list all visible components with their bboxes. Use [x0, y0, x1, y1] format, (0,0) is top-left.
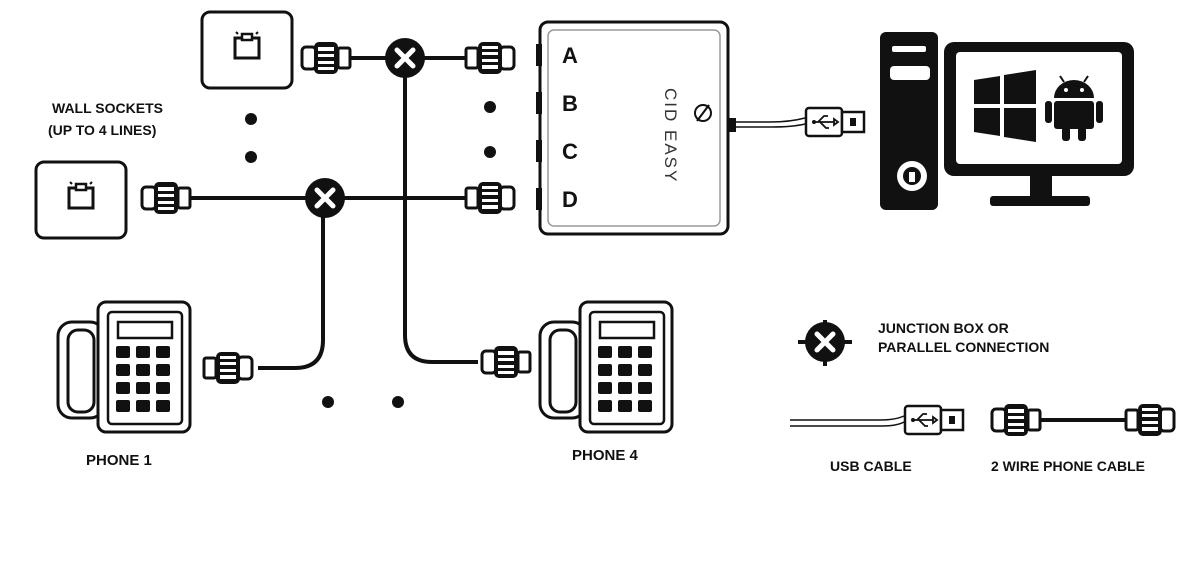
legend-usb-cable-icon [790, 404, 965, 436]
rj11-plug-icon [480, 344, 532, 380]
desktop-computer-icon [880, 32, 1134, 210]
rj11-plug-icon [464, 40, 516, 76]
legend-junction-label: JUNCTION BOX OR [878, 320, 1009, 336]
legend-usb-label: USB CABLE [830, 458, 912, 474]
device-brand-label: CID EASY [661, 88, 680, 184]
ellipsis-dots-phones [322, 396, 404, 408]
cid-easy-logo-icon [694, 104, 712, 122]
port-d-label: D [562, 187, 578, 212]
legend-phone-cable-icon [990, 402, 1176, 438]
rj11-plug-icon [464, 180, 516, 216]
cid-easy-device [536, 20, 736, 236]
android-logo-icon [1045, 75, 1103, 141]
junction-box-icon [305, 178, 345, 218]
phone-4-icon [538, 300, 674, 434]
rj11-plug-icon [202, 350, 254, 386]
wall-socket-top-icon [200, 10, 294, 90]
wall-sockets-sublabel: (UP TO 4 LINES) [48, 122, 157, 138]
port-a-label: A [562, 43, 578, 68]
wall-sockets-label: WALL SOCKETS [52, 100, 163, 116]
port-c-label: C [562, 139, 578, 164]
usb-plug-icon [804, 106, 866, 138]
legend-junction-sublabel: PARALLEL CONNECTION [878, 339, 1050, 355]
legend-junction-icon [798, 320, 852, 366]
legend-phone-cable-label: 2 WIRE PHONE CABLE [991, 458, 1146, 474]
ellipsis-dots-ports [484, 101, 496, 158]
windows-logo-icon [974, 70, 1036, 142]
ellipsis-dots-sockets [245, 113, 257, 163]
phone-4-label: PHONE 4 [572, 447, 638, 464]
wall-socket-bottom-icon [34, 160, 128, 240]
phone-1-label: PHONE 1 [86, 452, 152, 469]
port-b-label: B [562, 91, 578, 116]
usb-cable-to-pc [736, 106, 866, 138]
phone-1-icon [56, 300, 192, 434]
junction-box-icon [385, 38, 425, 78]
rj11-plug-icon [300, 40, 352, 76]
rj11-plug-icon [140, 180, 192, 216]
